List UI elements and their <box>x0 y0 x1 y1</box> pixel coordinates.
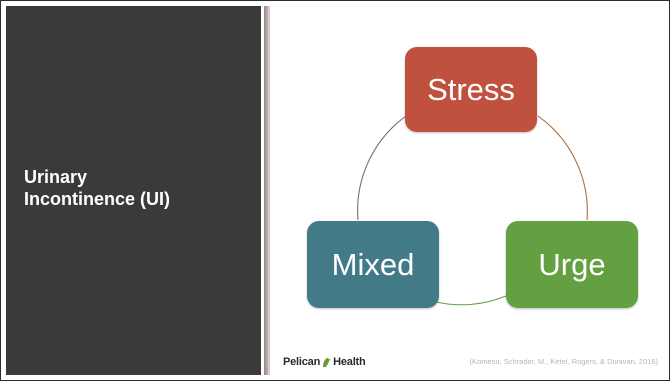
slide-title-line-1: Urinary <box>24 167 88 187</box>
node-stress: Stress <box>405 47 537 132</box>
cycle-arc-blend-1 <box>537 115 588 221</box>
cycle-arrows <box>357 115 588 306</box>
citation: (Komesu, Schrader, M., Ketei, Rogers, & … <box>469 357 658 366</box>
pelican-health-logo: Pelican Health <box>283 356 366 368</box>
title-panel <box>6 6 261 375</box>
logo-text-left: Pelican <box>283 356 321 368</box>
logo-text-right: Health <box>333 356 366 368</box>
pelican-icon <box>321 356 332 368</box>
panel-divider <box>264 6 268 375</box>
panel-divider-accent <box>268 6 270 375</box>
cycle-arc-urge-to-mixed <box>435 295 507 306</box>
cycle-diagram: Stress Urge Mixed <box>270 6 663 375</box>
slide-title: Urinary Incontinence (UI) <box>24 166 244 210</box>
cycle-arc-blend-2 <box>357 115 407 221</box>
cycle-arc-mixed-to-stress <box>357 115 407 221</box>
cycle-arc-stress-to-urge <box>537 115 588 221</box>
slide-title-line-2: Incontinence (UI) <box>24 189 171 209</box>
node-urge: Urge <box>506 221 638 308</box>
node-mixed: Mixed <box>307 221 439 308</box>
